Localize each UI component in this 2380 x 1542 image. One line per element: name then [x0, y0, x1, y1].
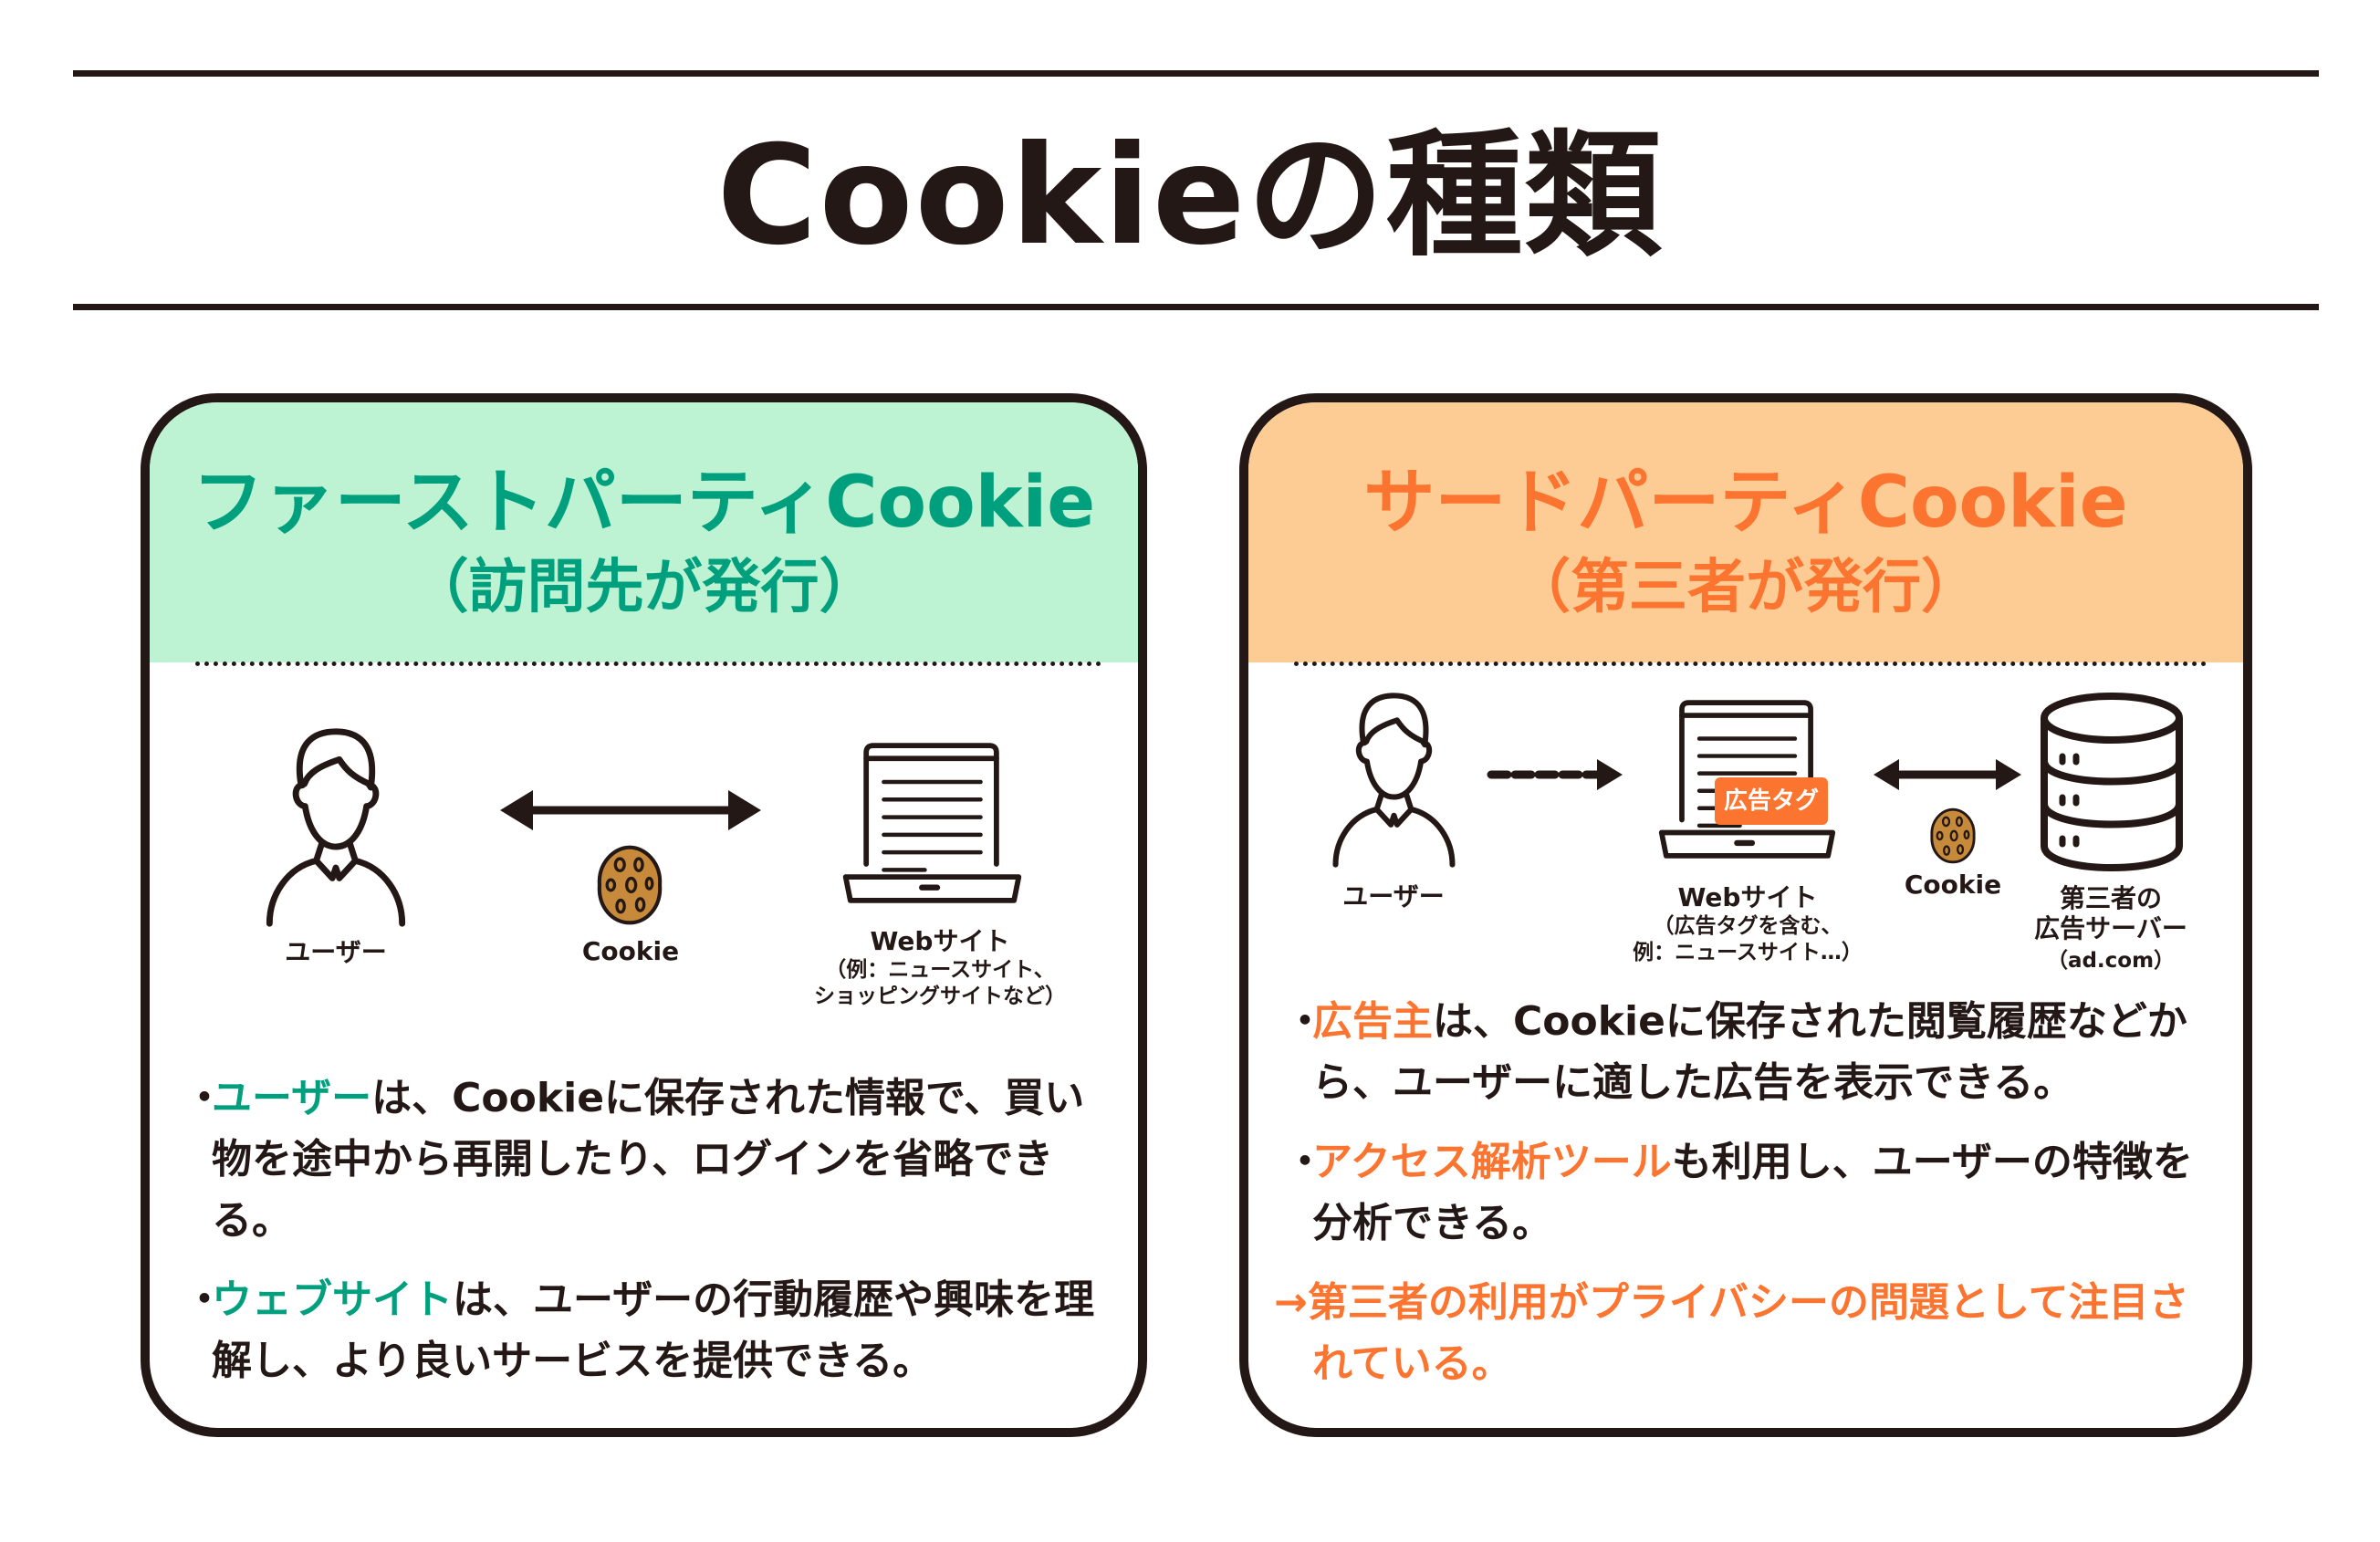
website-label: Webサイト — [1677, 882, 1818, 912]
first-party-title: ファーストパーティCookie — [192, 462, 1096, 544]
first-party-card: ファーストパーティCookie （訪問先が発行） — [141, 393, 1147, 1437]
user-label: ユーザー — [285, 937, 387, 967]
laptop-icon — [798, 741, 1067, 905]
top-rule — [73, 70, 2319, 77]
bullet-highlight: ウェブサイト — [212, 1276, 453, 1323]
server-label: 第三者の — [2059, 883, 2163, 913]
ad-tag-badge: 広告タグ — [1715, 777, 1828, 825]
user-icon — [1300, 693, 1488, 868]
conclusion: →第三者の利用がプライバシーの問題として注目されている。 — [1274, 1279, 2189, 1387]
bullet-highlight: 広告主 — [1312, 998, 1433, 1045]
bullet-item: ・広告主は、Cookieに保存された閲覧履歴などから、ユーザーに適した広告を表示… — [1285, 998, 2187, 1106]
website-sublabel: （広告タグを含む、 — [1653, 914, 1842, 938]
bullet-text: も利用し、ユーザーの特徴を分析できる。 — [1312, 1139, 2193, 1246]
double-arrow-icon — [1874, 759, 2021, 790]
divider — [195, 662, 1101, 666]
user-label: ユーザー — [1342, 881, 1445, 912]
database-server-icon — [2041, 693, 2183, 871]
website-label: Webサイト — [870, 926, 1010, 956]
first-party-subtitle: （訪問先が発行） — [410, 554, 878, 621]
third-party-title: サードパーティCookie — [1363, 462, 2128, 544]
third-party-header: サードパーティCookie （第三者が発行） — [1248, 402, 2243, 662]
server-domain-label: （ad.com） — [2046, 949, 2176, 973]
website-sublabel: （例：ニュースサイト、 — [825, 958, 1055, 982]
cookie-icon — [1930, 807, 1976, 864]
first-party-header: ファーストパーティCookie （訪問先が発行） — [150, 402, 1138, 662]
page-title: Cookieの種類 — [716, 117, 1664, 276]
third-party-bullets: ・広告主は、Cookieに保存された閲覧履歴などから、ユーザーに適した広告を表示… — [1274, 991, 2223, 1412]
cookie-label: Cookie — [1904, 870, 2002, 900]
user-icon — [228, 728, 444, 927]
bullet-item: ・ウェブサイトは、ユーザーの行動履歴や興味を理解し、より良いサービスを提供できる… — [184, 1276, 1095, 1384]
divider — [1294, 662, 2207, 666]
bottom-rule — [73, 304, 2319, 310]
website-sublabel: 例：ニュースサイト…） — [1633, 941, 1863, 964]
cookie-icon — [590, 846, 669, 924]
bullet-text: は、Cookieに保存された情報で、買い物を途中から再開したり、ログインを省略で… — [212, 1075, 1085, 1244]
third-party-subtitle: （第三者が発行） — [1512, 554, 1979, 621]
bullet-highlight: アクセス解析ツール — [1312, 1139, 1672, 1185]
bullet-text: は、ユーザーの行動履歴や興味を理解し、より良いサービスを提供できる。 — [212, 1276, 1095, 1384]
third-party-card: サードパーティCookie （第三者が発行） — [1239, 393, 2252, 1437]
bullet-item: ・ユーザーは、Cookieに保存された情報で、買い物を途中から再開したり、ログイ… — [184, 1075, 1085, 1244]
first-party-bullets: ・ユーザーは、Cookieに保存された情報で、買い物を途中から再開したり、ログイ… — [173, 1068, 1122, 1410]
double-arrow-icon — [500, 790, 761, 830]
bullet-text: は、Cookieに保存された閲覧履歴などから、ユーザーに適した広告を表示できる。 — [1312, 998, 2187, 1106]
dashed-arrow-icon — [1487, 759, 1623, 790]
cookie-label: Cookie — [581, 936, 680, 966]
bullet-item: ・アクセス解析ツールも利用し、ユーザーの特徴を分析できる。 — [1285, 1139, 2193, 1246]
bullet-highlight: ユーザー — [212, 1075, 372, 1121]
website-sublabel: ショッピングサイトなど） — [814, 985, 1066, 1008]
server-label: 広告サーバー — [2034, 913, 2187, 943]
